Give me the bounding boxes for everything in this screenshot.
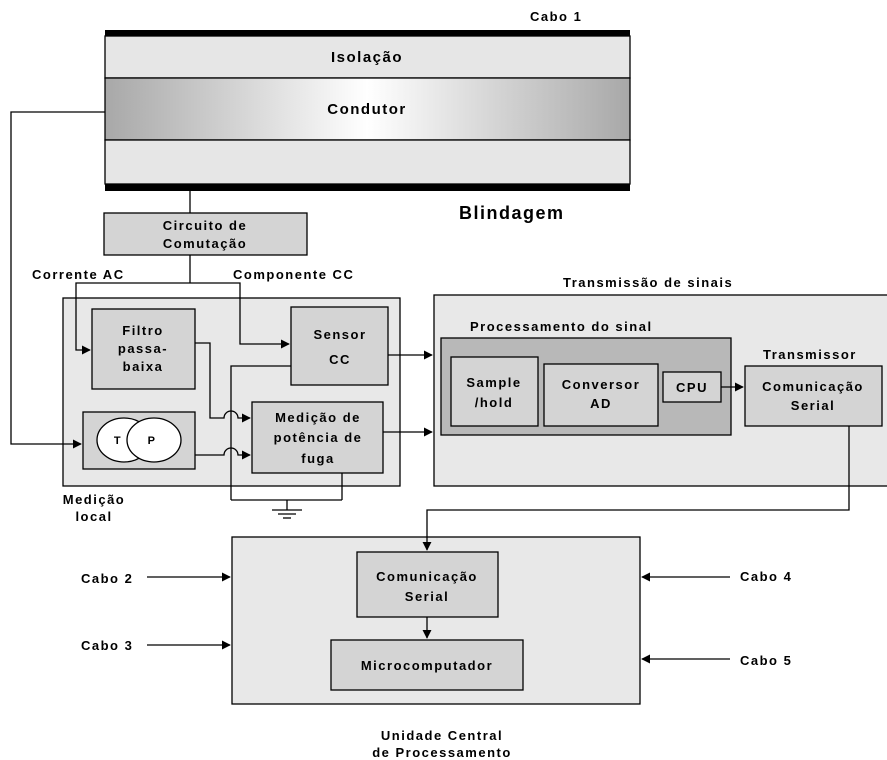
cable-1: Cabo 1 Isolação Condutor Blindagem [104,9,631,223]
local-measurement-label-2: local [75,509,112,524]
connections [10,111,850,664]
transducer-p-circle [126,417,182,463]
sample-hold-line-2: /hold [475,395,514,410]
lowpass-filter-box [91,308,196,390]
filter-to-power-arrow [195,342,251,423]
cable-top-edge [105,30,630,36]
transducer-t-label: T [114,435,122,447]
cable-1-label: Cabo 1 [530,9,582,24]
conductor-to-tp-arrow [10,111,105,449]
microcomputer-box [330,639,524,691]
tx-serial-line-2: Serial [791,398,835,413]
local-measurement-label-1: Medição [63,492,126,507]
cable-bottom-edge [105,184,630,191]
switching-line-1: Circuito de [163,218,247,233]
switching-circuit-box [103,212,308,256]
shield-layer [104,139,631,185]
shield-label: Blindagem [459,203,565,223]
leak-power-line-1: Medição de [275,410,361,425]
cable-5-label: Cabo 5 [740,653,792,668]
dc-sensor-box [290,306,389,386]
leak-power-line-2: potência de [274,430,363,445]
adc-line-2: AD [590,396,612,411]
tx-serial-box [744,365,883,427]
sensor-ground-wire [230,365,291,500]
cable-4-label: Cabo 4 [740,569,792,584]
cpu-serial-line-1: Comunicação [376,569,478,584]
leak-power-line-3: fuga [301,451,334,466]
conductor-layer [104,77,631,141]
microcomputer-label: Microcomputador [361,658,493,673]
cable-3-label: Cabo 3 [81,638,133,653]
insulation-layer [104,35,631,79]
adc-line-1: Conversor [562,377,641,392]
signal-transmission-label: Transmissão de sinais [563,275,733,290]
lowpass-line-3: baixa [123,359,164,374]
ground-icon [231,499,342,519]
transducer-p-label: P [148,435,157,447]
sample-hold-line-1: Sample [466,375,521,390]
insulation-label: Isolação [331,49,403,66]
cpu-label: CPU [676,380,708,395]
tx-to-central-arrow [422,426,850,551]
sample-hold-box [450,356,539,427]
dc-sensor-line-2: CC [329,352,351,367]
lowpass-line-1: Filtro [122,323,164,338]
lowpass-line-2: passa- [118,341,168,356]
ac-current-label: Corrente AC [32,267,125,282]
switching-line-2: Comutação [163,236,247,251]
ac-to-filter-arrow [75,282,190,355]
transmitter-label: Transmissor [763,347,857,362]
cpu-serial-box [356,551,499,618]
leak-power-box [251,401,384,474]
dc-component-label: Componente CC [233,267,354,282]
adc-box [543,363,659,427]
conductor-label: Condutor [327,101,406,118]
cpu-box [662,371,722,403]
cable-2-label: Cabo 2 [81,571,133,586]
signal-processing-label: Processamento do sinal [470,319,653,334]
cpu-serial-line-2: Serial [405,589,449,604]
tx-serial-line-1: Comunicação [762,379,864,394]
dc-sensor-line-1: Sensor [313,327,366,342]
central-unit-label-1: Unidade Central [381,728,503,743]
central-unit-label-2: de Processamento [372,745,512,760]
dc-to-sensor-arrow [190,282,290,349]
